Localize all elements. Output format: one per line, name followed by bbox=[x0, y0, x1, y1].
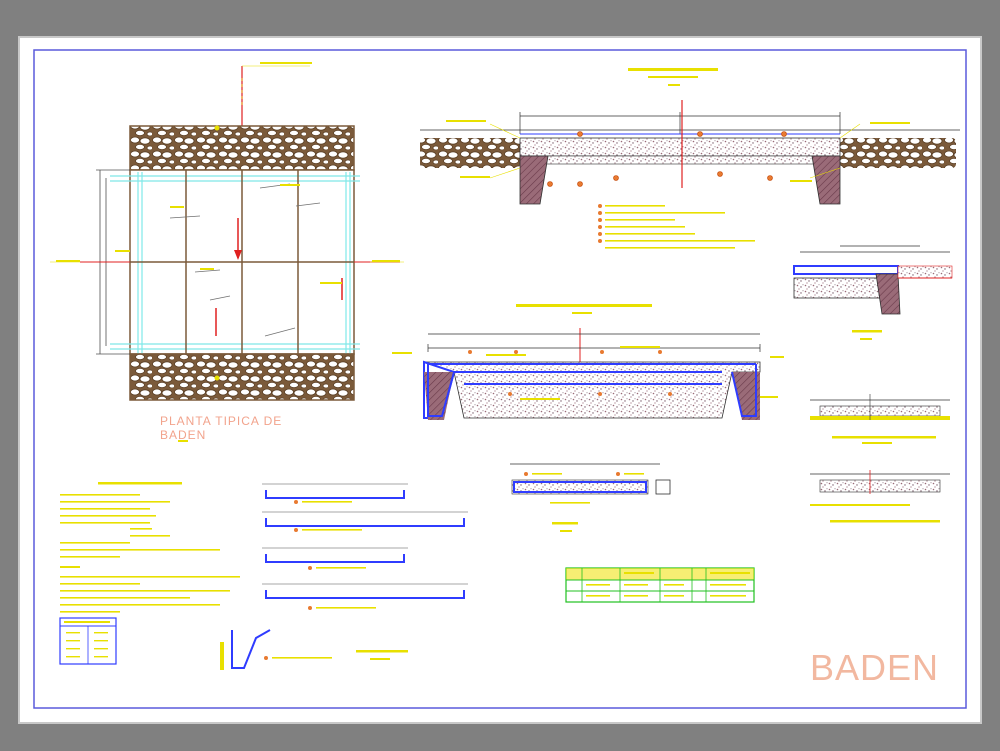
section-b-b bbox=[510, 463, 671, 532]
inner-frame bbox=[33, 49, 967, 709]
reinforcement-details bbox=[220, 483, 468, 670]
section-a-a bbox=[420, 68, 960, 249]
specifications-notes bbox=[59, 482, 240, 665]
joint-details bbox=[810, 394, 950, 523]
plan-view bbox=[50, 62, 404, 442]
drawing-main-title: BADEN bbox=[810, 647, 940, 688]
quantities-table bbox=[565, 567, 755, 603]
plan-title: PLANTA TIPICA DE BADEN bbox=[160, 414, 283, 442]
section-c-c bbox=[793, 245, 953, 340]
drawing-sheet: PLANTA TIPICA DE BADEN BADEN bbox=[18, 36, 982, 724]
cad-drawing bbox=[33, 49, 967, 709]
section-reinforced-slab bbox=[392, 304, 784, 420]
